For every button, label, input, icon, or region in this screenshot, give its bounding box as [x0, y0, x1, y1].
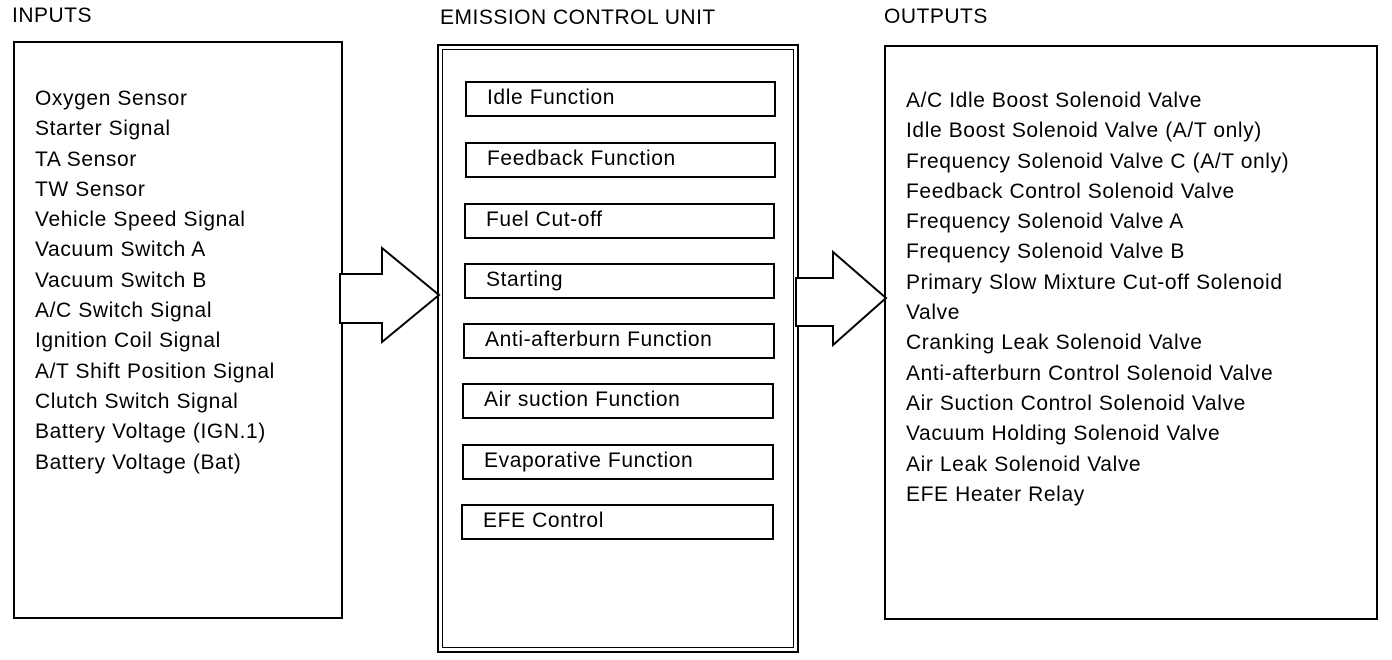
output-item: Anti-afterburn Control Solenoid Valve [906, 361, 1274, 385]
outputs-title: OUTPUTS [884, 5, 988, 28]
inputs-title: INPUTS [12, 4, 93, 27]
function-air-suction: Air suction Function [462, 383, 774, 419]
inputs-to-ecu-arrow [339, 245, 441, 345]
output-item: EFE Heater Relay [906, 482, 1085, 506]
outputs-list: A/C Idle Boost Solenoid Valve Idle Boost… [906, 86, 1289, 510]
input-item: Oxygen Sensor [35, 87, 188, 110]
output-item: A/C Idle Boost Solenoid Valve [906, 89, 1203, 112]
output-item: Valve [906, 301, 960, 325]
outputs-box: A/C Idle Boost Solenoid Valve Idle Boost… [884, 45, 1378, 620]
input-item: Vehicle Speed Signal [35, 208, 246, 232]
input-item: A/T Shift Position Signal [35, 359, 275, 383]
inputs-list: Oxygen Sensor Starter Signal TA Sensor T… [35, 84, 275, 478]
input-item: Vacuum Switch B [35, 268, 208, 292]
ecu-to-outputs-arrow [795, 249, 888, 348]
output-item: Frequency Solenoid Valve A [906, 210, 1184, 234]
output-item: Primary Slow Mixture Cut-off Solenoid [906, 270, 1283, 294]
input-item: Clutch Switch Signal [35, 389, 239, 413]
function-efe-control: EFE Control [461, 504, 774, 540]
output-item: Frequency Solenoid Valve C (A/T only) [906, 149, 1290, 173]
input-item: A/C Switch Signal [35, 299, 213, 323]
output-item: Vacuum Holding Solenoid Valve [906, 422, 1221, 446]
output-item: Feedback Control Solenoid Valve [906, 179, 1235, 203]
input-item: Starter Signal [35, 117, 171, 141]
ecu-box: Idle Function Feedback Function Fuel Cut… [437, 44, 799, 653]
output-item: Idle Boost Solenoid Valve (A/T only) [906, 119, 1262, 143]
function-anti-afterburn: Anti-afterburn Function [463, 323, 775, 359]
function-feedback: Feedback Function [465, 142, 776, 178]
function-fuel-cutoff: Fuel Cut-off [464, 203, 775, 239]
inputs-box: Oxygen Sensor Starter Signal TA Sensor T… [13, 41, 343, 619]
function-idle: Idle Function [465, 81, 776, 117]
output-item: Cranking Leak Solenoid Valve [906, 331, 1203, 355]
output-item: Frequency Solenoid Valve B [906, 240, 1186, 264]
input-item: TW Sensor [35, 177, 146, 201]
input-item: TA Sensor [35, 147, 137, 171]
function-starting: Starting [464, 263, 775, 299]
input-item: Battery Voltage (IGN.1) [35, 420, 266, 444]
input-item: Ignition Coil Signal [35, 329, 221, 353]
output-item: Air Suction Control Solenoid Valve [906, 391, 1246, 415]
function-evaporative: Evaporative Function [462, 444, 774, 480]
ecu-inner-frame [442, 49, 794, 648]
output-item: Air Leak Solenoid Valve [906, 452, 1142, 476]
input-item: Vacuum Switch A [35, 238, 206, 262]
ecu-title: EMISSION CONTROL UNIT [440, 6, 716, 29]
input-item: Battery Voltage (Bat) [35, 450, 242, 474]
